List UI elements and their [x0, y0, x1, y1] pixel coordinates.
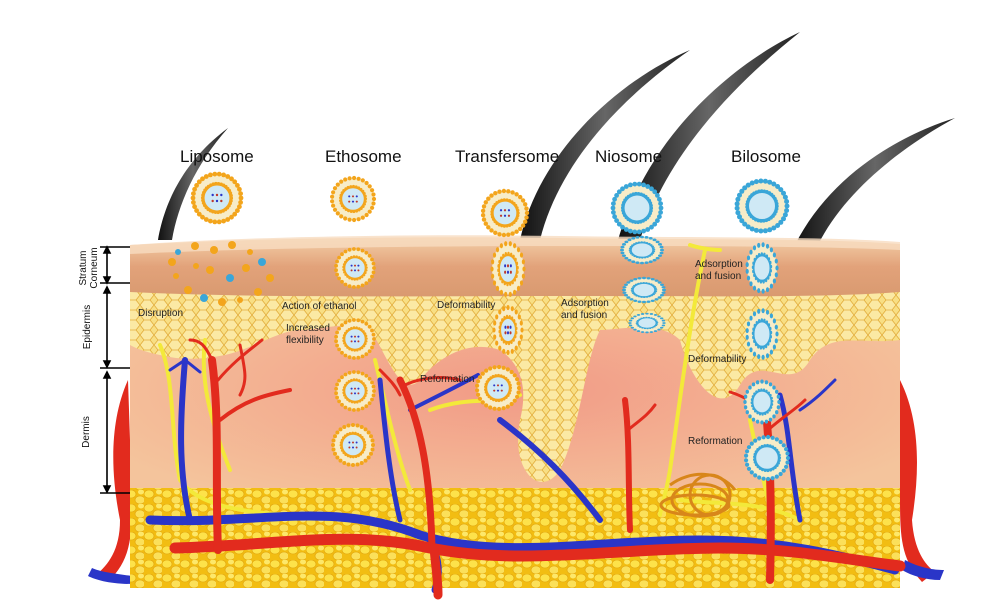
- lipid-fragment: [193, 263, 199, 269]
- note-disruption: Disruption: [138, 308, 183, 320]
- hair-4: [795, 118, 955, 245]
- label-dermis: Dermis: [81, 407, 93, 457]
- note-reformation-transfersome: Reformation: [420, 374, 474, 386]
- label-stratum-line2: Corneum: [89, 247, 100, 288]
- note-increased-line2: flexibility: [286, 335, 324, 346]
- note-adsorption-niosome: Adsorption and fusion: [561, 298, 609, 322]
- lipid-fragment: [168, 258, 176, 266]
- lipid-fragment: [173, 273, 179, 279]
- note-deformability-bilosome: Deformability: [688, 354, 746, 366]
- note-deformability-transfersome: Deformability: [437, 300, 495, 312]
- label-stratum-line1: Stratum: [78, 251, 89, 286]
- bilosome-vesicle-4: [743, 380, 780, 425]
- lipid-fragment: [247, 249, 253, 255]
- lipid-fragment: [184, 286, 192, 294]
- note-action-ethanol: Action of ethanol: [282, 301, 357, 313]
- lipid-fragment: [228, 241, 236, 249]
- label-stratum-corneum: Stratum Corneum: [78, 243, 100, 293]
- title-ethosome: Ethosome: [325, 147, 402, 167]
- hair-2: [520, 50, 690, 240]
- lipid-fragment: [254, 288, 262, 296]
- bilosome-vesicle-1: [735, 179, 790, 234]
- note-adsorption-niosome-line1: Adsorption: [561, 298, 609, 309]
- lipid-fragment: [242, 264, 250, 272]
- liposome-vesicle: [191, 172, 244, 225]
- lipid-fragment: [237, 297, 243, 303]
- lipid-fragment: [191, 242, 199, 250]
- lipid-fragment: [175, 249, 181, 255]
- note-adsorption-bilosome-line2: and fusion: [695, 271, 741, 282]
- note-adsorption-bilosome-line1: Adsorption: [695, 259, 743, 270]
- lipid-fragment: [218, 298, 226, 306]
- title-bilosome: Bilosome: [731, 147, 801, 167]
- note-adsorption-niosome-line2: and fusion: [561, 310, 607, 321]
- label-epidermis: Epidermis: [82, 297, 94, 357]
- title-liposome: Liposome: [180, 147, 254, 167]
- ethosome-vesicle-1: [330, 176, 376, 222]
- lipid-fragment: [258, 258, 266, 266]
- lipid-fragment: [206, 266, 214, 274]
- note-increased-line1: Increased: [286, 323, 330, 334]
- title-transfersome: Transfersome: [455, 147, 559, 167]
- lipid-fragment: [210, 246, 218, 254]
- transfersome-vesicle-1: [481, 189, 529, 237]
- lipid-fragment: [266, 274, 274, 282]
- hair-group: [158, 32, 955, 245]
- lipid-fragment: [200, 294, 208, 302]
- fat-layer: [130, 488, 900, 588]
- note-increased-flexibility: Increased flexibility: [286, 323, 330, 347]
- niosome-vesicle-1: [611, 182, 664, 235]
- lipid-fragment: [226, 274, 234, 282]
- niosome-vesicle-4: [628, 313, 665, 334]
- title-niosome: Niosome: [595, 147, 662, 167]
- note-reformation-bilosome: Reformation: [688, 436, 742, 448]
- note-adsorption-bilosome: Adsorption and fusion: [695, 259, 743, 283]
